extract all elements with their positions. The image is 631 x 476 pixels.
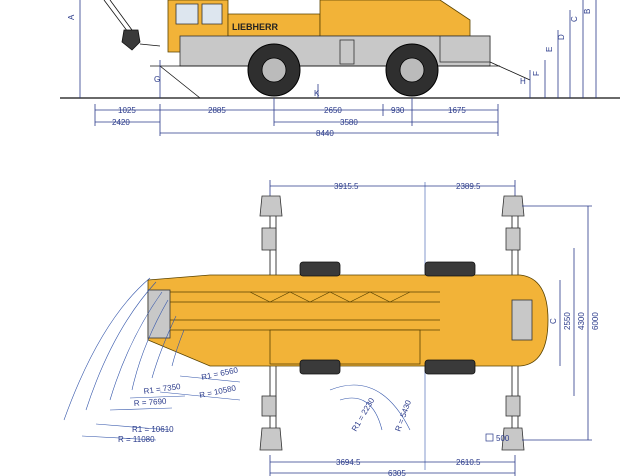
radius-r-10580: R = 10580 — [199, 383, 238, 400]
dim-4300: 4300 — [577, 312, 586, 330]
dim-2389-5: 2389.5 — [456, 182, 481, 191]
radius-r1-6560: R1 = 6560 — [201, 365, 240, 382]
dim-letter-b: B — [583, 9, 592, 14]
dim-500: 500 — [496, 434, 510, 443]
dim-row-1: 1025 2885 2650 930 1675 — [94, 98, 499, 136]
dim-8440: 8440 — [316, 129, 334, 138]
dim-2885: 2885 — [208, 106, 226, 115]
dim-letter-h: H — [520, 77, 526, 86]
brand-label: LIEBHERR — [232, 22, 279, 32]
dim-letter-k: K — [314, 89, 320, 98]
dim-930: 930 — [391, 106, 405, 115]
dim-1675: 1675 — [448, 106, 466, 115]
dim-1025: 1025 — [118, 106, 136, 115]
dim-3915-5: 3915.5 — [334, 182, 359, 191]
top-view: 3915.5 2389.5 — [63, 180, 600, 476]
dim-letter-f: F — [532, 71, 541, 76]
hook-block — [103, 0, 161, 51]
crane-body-top — [147, 261, 549, 375]
wheel-front — [247, 43, 301, 97]
right-dims: C 2550 4300 6000 500 — [485, 205, 600, 443]
dim-letter-c: C — [570, 16, 579, 22]
dim-2650: 2650 — [324, 106, 342, 115]
dim-2420: 2420 — [112, 118, 130, 127]
dim-row-2: 2420 3580 — [95, 118, 498, 127]
dim-2610-5: 2610.5 — [456, 458, 481, 467]
dim-letter-e: E — [545, 47, 554, 52]
dim-letter-d: D — [557, 34, 566, 40]
dim-row-3: 8440 — [160, 129, 498, 138]
radius-r-7690: R = 7690 — [134, 397, 168, 408]
dim-3694-5: 3694.5 — [336, 458, 361, 467]
dim-6000: 6000 — [591, 312, 600, 330]
dim-3580: 3580 — [340, 118, 358, 127]
dim-2550: 2550 — [563, 312, 572, 330]
radius-r1-2230: R1 = 2230 — [350, 396, 377, 433]
side-view: LIEBHERR A G K H F E — [60, 0, 620, 138]
carrier: LIEBHERR — [150, 0, 500, 67]
radius-r-11080: R = 11080 — [118, 435, 155, 444]
bottom-dims: 3694.5 2610.5 6305 — [269, 455, 516, 476]
dim-letter-c-top: C — [549, 318, 558, 324]
dim-6305: 6305 — [388, 469, 406, 476]
dim-letter-a: A — [67, 14, 76, 20]
outrigger-right — [501, 195, 525, 451]
wheel-rear — [385, 43, 439, 97]
top-dims: 3915.5 2389.5 — [269, 180, 516, 200]
radius-r1-10610: R1 = 10610 — [132, 425, 174, 434]
dim-letter-g: G — [154, 75, 160, 84]
radius-r-5430: R = 5430 — [393, 398, 413, 432]
